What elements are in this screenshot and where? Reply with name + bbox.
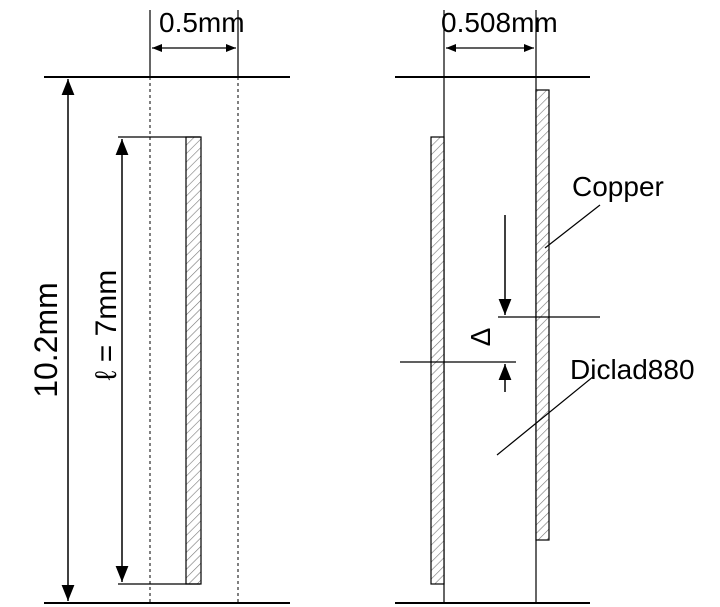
dielectric-label: Diclad880	[570, 354, 695, 385]
copper-label: Copper	[572, 171, 664, 202]
right-width-label: 0.508mm	[441, 7, 558, 38]
left-view	[44, 10, 290, 604]
right-copper-strip-left	[430, 136, 445, 585]
left-width-label: 0.5mm	[159, 7, 245, 38]
dielectric-leader-line	[496, 375, 595, 456]
copper-leader-line	[544, 204, 601, 249]
right-copper-strip-right	[535, 89, 550, 541]
left-copper-strip	[185, 136, 202, 585]
height-label: 10.2mm	[28, 282, 64, 398]
length-label: ℓ = 7mm	[90, 270, 123, 381]
offset-label: Δ	[465, 328, 496, 347]
right-view	[395, 10, 601, 604]
